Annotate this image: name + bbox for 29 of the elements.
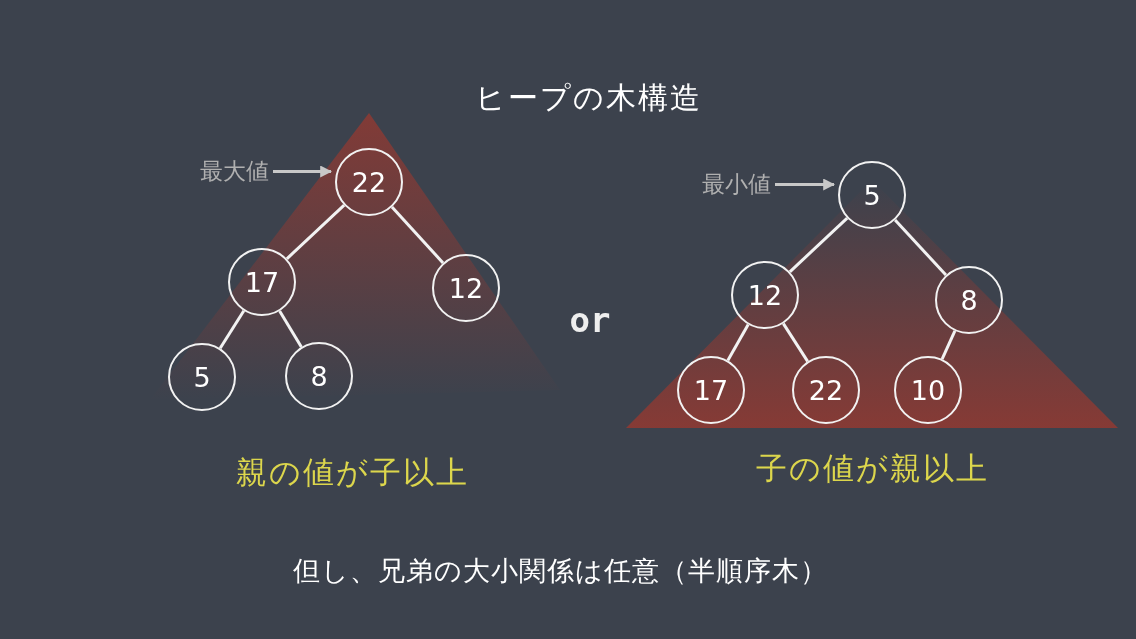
tree-node-circle: 17 <box>677 356 745 424</box>
note-text: 但し、兄弟の大小関係は任意（半順序木） <box>292 554 828 588</box>
tree-edge-line <box>285 204 346 260</box>
tree-node-circle: 22 <box>792 356 860 424</box>
tree-edge-line <box>726 323 750 362</box>
tree-node-circle: 8 <box>935 266 1003 334</box>
tree-edge-line <box>940 330 957 360</box>
tree-node-circle: 17 <box>228 248 296 316</box>
tree-node-circle: 10 <box>894 356 962 424</box>
tree-edge-line <box>782 322 809 363</box>
rule-caption: 子の値が親以上 <box>755 449 989 488</box>
arrow <box>775 178 836 191</box>
tree-edge-line <box>390 206 445 264</box>
tree-node-circle: 22 <box>335 148 403 216</box>
tree-node-circle: 5 <box>838 161 906 229</box>
tree-edge-line <box>893 218 948 277</box>
tree-node-circle: 5 <box>168 343 236 411</box>
tree-node-circle: 12 <box>432 254 500 322</box>
arrow <box>273 165 333 178</box>
annotation-text: 最小値 <box>702 169 771 200</box>
tree-edge-line <box>218 309 246 350</box>
tree-edge-line <box>788 217 849 273</box>
tree-edge-line <box>278 310 303 348</box>
or-text: or <box>569 300 611 340</box>
tree-node-circle: 8 <box>285 342 353 410</box>
annotation-text: 最大値 <box>200 156 269 187</box>
rule-caption: 親の値が子以上 <box>235 453 469 492</box>
title: ヒープの木構造 <box>474 79 702 117</box>
tree-node-circle: 12 <box>731 261 799 329</box>
